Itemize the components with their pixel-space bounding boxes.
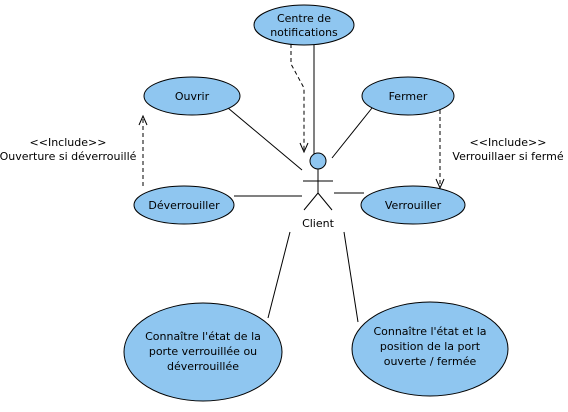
arrowhead-include-left — [138, 114, 148, 126]
use-case-deverrouiller-label: Déverrouiller — [148, 199, 220, 212]
actor-client[interactable]: Client — [302, 152, 335, 230]
include-left-label: Ouverture si déverrouillé — [0, 150, 137, 163]
assoc-ouvrir — [227, 107, 303, 171]
use-case-ouvrir-label: Ouvrir — [175, 90, 210, 103]
use-case-verrouiller[interactable]: Verrouiller — [360, 185, 466, 225]
actor-leg-right — [317, 192, 333, 211]
arrowhead-include-right — [435, 178, 445, 190]
use-case-ouvrir[interactable]: Ouvrir — [143, 76, 241, 116]
arrowhead-notifications — [299, 142, 309, 154]
use-case-fermer-label: Fermer — [389, 90, 428, 103]
use-case-fermer[interactable]: Fermer — [361, 76, 455, 116]
actor-leg-left — [303, 192, 319, 211]
actor-label: Client — [302, 217, 335, 230]
dependency-notifications — [290, 44, 305, 152]
use-case-deverrouiller[interactable]: Déverrouiller — [133, 185, 235, 225]
include-right-stereotype: <<Include>> — [470, 136, 547, 149]
use-case-verrouiller-label: Verrouiller — [385, 199, 442, 212]
assoc-etat-verrou — [267, 231, 291, 319]
actor-head — [309, 152, 327, 170]
assoc-fermer — [331, 107, 373, 159]
assoc-etat-position — [343, 231, 359, 323]
include-right-label: Verrouillaer si fermé — [452, 150, 563, 163]
include-left-stereotype: <<Include>> — [30, 136, 107, 149]
